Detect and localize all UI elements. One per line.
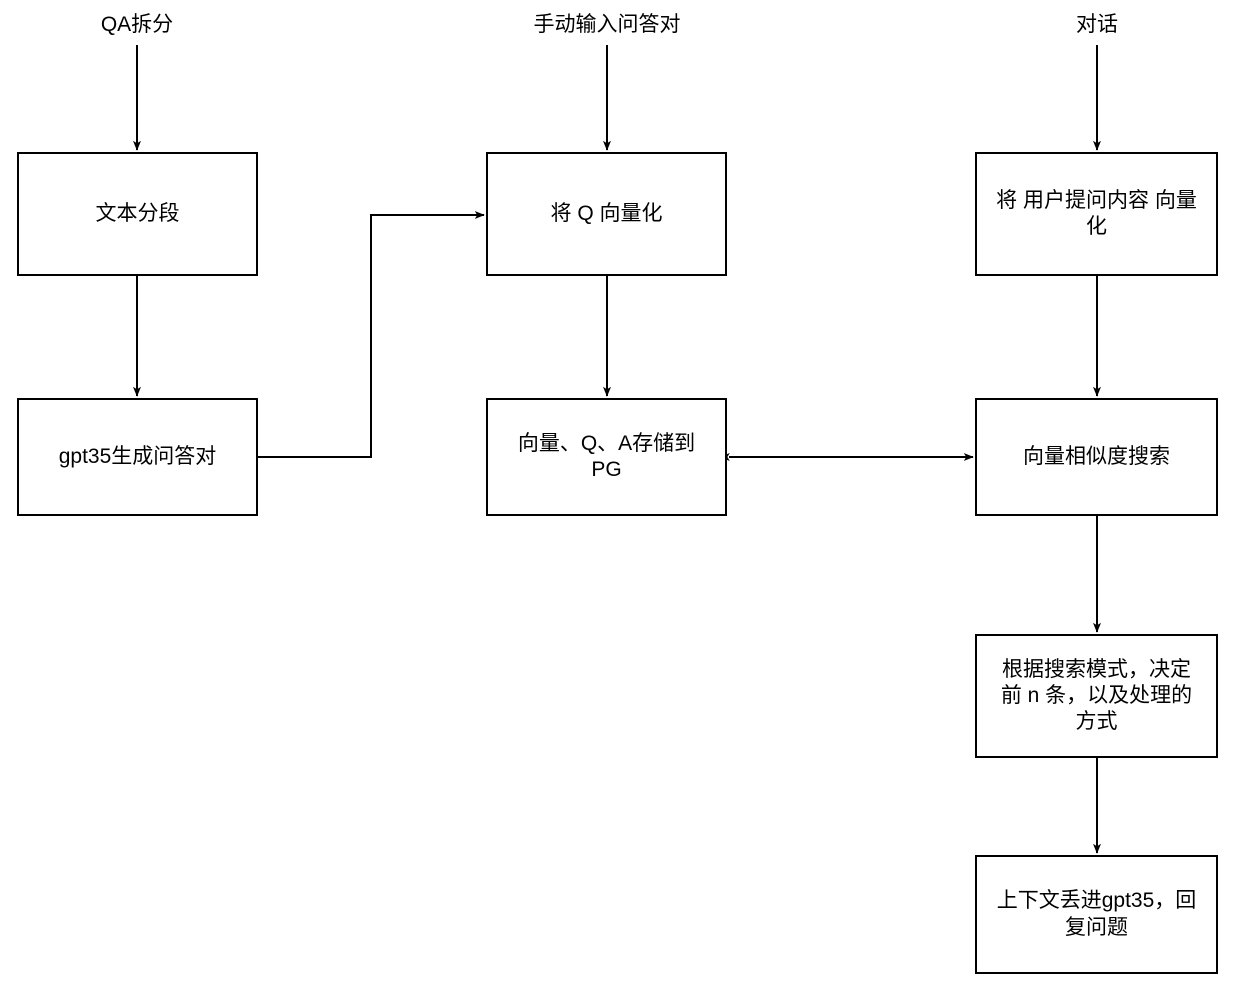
node-vectorize-q[interactable]: 将 Q 向量化 [486, 152, 727, 276]
node-gpt35-generate-qa-label: gpt35生成问答对 [58, 444, 217, 468]
node-vectorize-q-label: 将 Q 向量化 [550, 201, 663, 225]
node-gpt35-generate-qa[interactable]: gpt35生成问答对 [17, 398, 258, 516]
edge-gpt35-to-vectorize-q [258, 211, 485, 458]
label-dialogue: 对话 [1076, 13, 1118, 36]
node-vector-similarity-search-label: 向量相似度搜索 [1023, 444, 1170, 468]
node-decide-top-n-label: 根据搜索模式，决定 前 n 条，以及处理的 方式 [1000, 657, 1193, 734]
node-context-to-gpt35-label: 上下文丢进gpt35，回 复问题 [996, 889, 1197, 939]
node-text-segmentation[interactable]: 文本分段 [17, 152, 258, 276]
node-vector-similarity-search[interactable]: 向量相似度搜索 [975, 398, 1218, 516]
node-decide-top-n[interactable]: 根据搜索模式，决定 前 n 条，以及处理的 方式 [975, 634, 1218, 758]
label-qa-split: QA拆分 [100, 13, 174, 36]
node-store-to-pg[interactable]: 向量、Q、A存储到 PG [486, 398, 727, 516]
label-manual-input: 手动输入问答对 [533, 13, 681, 36]
node-text-segmentation-label: 文本分段 [95, 201, 180, 225]
node-vectorize-user-question-label: 将 用户提问内容 向量 化 [996, 188, 1197, 238]
node-store-to-pg-label: 向量、Q、A存储到 PG [517, 431, 696, 481]
node-context-to-gpt35[interactable]: 上下文丢进gpt35，回 复问题 [975, 855, 1218, 974]
node-vectorize-user-question[interactable]: 将 用户提问内容 向量 化 [975, 152, 1218, 276]
